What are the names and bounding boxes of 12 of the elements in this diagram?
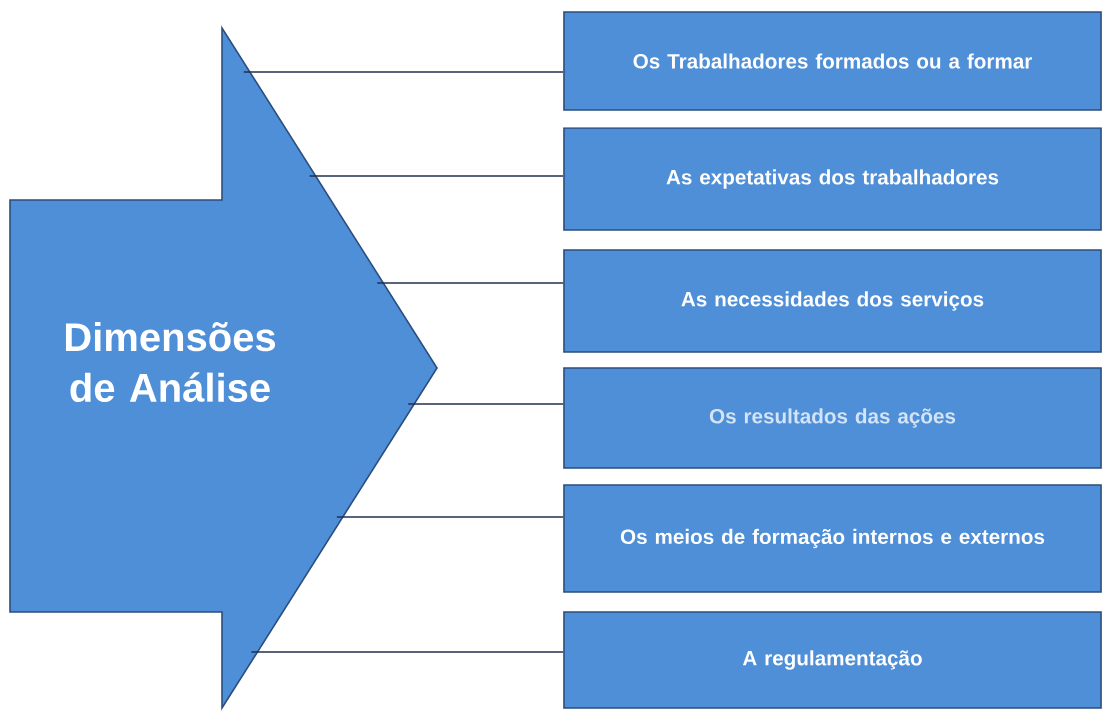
text-box: As expetativas dos trabalhadores <box>563 127 1102 231</box>
text-box: A regulamentação <box>563 611 1102 709</box>
connector-line <box>407 403 565 405</box>
connector-line <box>376 282 565 284</box>
text-box: Os Trabalhadores formados ou a formar <box>563 11 1102 111</box>
connector-line <box>335 516 565 518</box>
text-box: Os meios de formação internos e externos <box>563 484 1102 593</box>
text-box: As necessidades dos serviços <box>563 249 1102 353</box>
connector-line <box>308 175 565 177</box>
text-box: Os resultados das ações <box>563 367 1102 469</box>
connector-line <box>250 651 565 653</box>
connector-line <box>242 71 565 73</box>
